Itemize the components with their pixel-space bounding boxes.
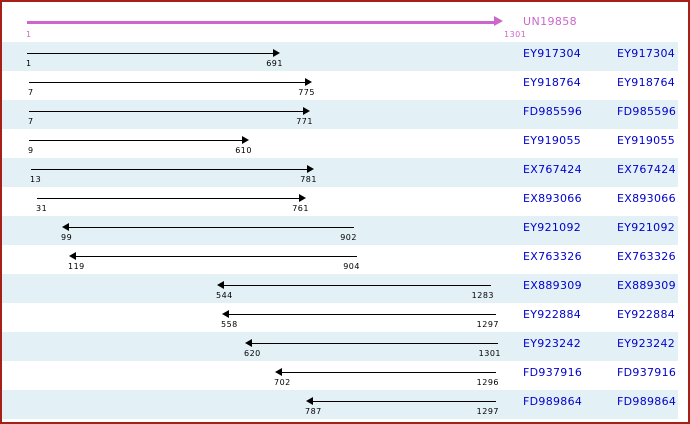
hit-accession-link[interactable]: EY922884: [523, 308, 582, 321]
hsp-start-coordinate: 620: [244, 349, 261, 358]
hsp-end-coordinate: 691: [266, 59, 283, 68]
hsp-arrowhead-right-icon: [273, 49, 280, 57]
hsp-alignment-bar[interactable]: [29, 140, 243, 141]
hit-accession-link[interactable]: EX767424: [523, 163, 582, 176]
hit-row[interactable]: 7 775 EY918764 EY918764: [2, 71, 678, 100]
hit-accession-link[interactable]: FD937916: [523, 366, 583, 379]
query-track-arrowhead-right-icon: [494, 16, 503, 26]
hsp-alignment-bar[interactable]: [251, 343, 498, 344]
hit-accession-description[interactable]: FD989864: [617, 395, 677, 408]
hit-row[interactable]: 119 904 EX763326 EX763326: [2, 245, 678, 274]
hit-accession-link[interactable]: EY921092: [523, 221, 582, 234]
hit-accession-link[interactable]: FD989864: [523, 395, 583, 408]
hit-accession-link[interactable]: EY919055: [523, 134, 582, 147]
hit-accession-description[interactable]: EX893066: [617, 192, 676, 205]
hsp-start-coordinate: 99: [61, 233, 73, 242]
hsp-arrowhead-right-icon: [299, 194, 306, 202]
hit-row[interactable]: 99 902 EY921092 EY921092: [2, 216, 678, 245]
hit-accession-description[interactable]: EY923242: [617, 337, 676, 350]
hit-accession-link[interactable]: FD985596: [523, 105, 583, 118]
hsp-arrowhead-left-icon: [62, 223, 69, 231]
hsp-end-coordinate: 1301: [478, 349, 501, 358]
query-start-coordinate: 1: [26, 30, 32, 39]
hsp-arrowhead-right-icon: [307, 165, 314, 173]
hsp-arrowhead-right-icon: [303, 107, 310, 115]
hsp-alignment-bar[interactable]: [29, 82, 306, 83]
hsp-end-coordinate: 610: [235, 146, 252, 155]
hit-accession-link[interactable]: EY917304: [523, 47, 582, 60]
hsp-start-coordinate: 9: [28, 146, 34, 155]
hit-row[interactable]: 7 771 FD985596 FD985596: [2, 100, 678, 129]
hit-accession-description[interactable]: FD985596: [617, 105, 677, 118]
query-reference-track: UN19858 1 1301: [2, 10, 688, 40]
hsp-start-coordinate: 31: [36, 204, 48, 213]
hsp-alignment-bar[interactable]: [228, 314, 496, 315]
hsp-start-coordinate: 13: [30, 175, 42, 184]
hsp-arrowhead-right-icon: [305, 78, 312, 86]
hit-accession-link[interactable]: EX889309: [523, 279, 582, 292]
hsp-alignment-bar[interactable]: [37, 198, 300, 199]
hit-accession-description[interactable]: EY917304: [617, 47, 676, 60]
hit-row[interactable]: 9 610 EY919055 EY919055: [2, 129, 678, 158]
hsp-end-coordinate: 775: [298, 88, 315, 97]
hit-row[interactable]: 558 1297 EY922884 EY922884: [2, 303, 678, 332]
hit-row[interactable]: 544 1283 EX889309 EX889309: [2, 274, 678, 303]
hsp-end-coordinate: 1283: [471, 291, 494, 300]
hsp-arrowhead-right-icon: [242, 136, 249, 144]
hit-accession-link[interactable]: EY923242: [523, 337, 582, 350]
hsp-end-coordinate: 1296: [476, 378, 499, 387]
hit-row[interactable]: 1 691 EY917304 EY917304: [2, 42, 678, 71]
hsp-end-coordinate: 1297: [476, 407, 499, 416]
hsp-end-coordinate: 904: [343, 262, 360, 271]
hsp-end-coordinate: 771: [296, 117, 313, 126]
hsp-arrowhead-left-icon: [222, 310, 229, 318]
hsp-arrowhead-left-icon: [69, 252, 76, 260]
hsp-end-coordinate: 902: [340, 233, 357, 242]
hsp-alignment-bar[interactable]: [281, 372, 496, 373]
hsp-end-coordinate: 781: [300, 175, 317, 184]
hsp-alignment-bar[interactable]: [29, 111, 304, 112]
hsp-start-coordinate: 544: [216, 291, 233, 300]
hsp-alignment-bar[interactable]: [27, 53, 274, 54]
hit-accession-link[interactable]: EX893066: [523, 192, 582, 205]
hsp-start-coordinate: 119: [68, 262, 85, 271]
hit-accession-description[interactable]: EY919055: [617, 134, 676, 147]
hsp-start-coordinate: 702: [274, 378, 291, 387]
hit-row[interactable]: 31 761 EX893066 EX893066: [2, 187, 678, 216]
hsp-start-coordinate: 787: [305, 407, 322, 416]
hit-row[interactable]: 787 1297 FD989864 FD989864: [2, 390, 678, 419]
hsp-arrowhead-left-icon: [306, 397, 313, 405]
hsp-arrowhead-left-icon: [245, 339, 252, 347]
hit-accession-description[interactable]: EX767424: [617, 163, 676, 176]
hsp-end-coordinate: 1297: [476, 320, 499, 329]
hit-accession-description[interactable]: FD937916: [617, 366, 677, 379]
hit-accession-description[interactable]: EY918764: [617, 76, 676, 89]
hit-accession-description[interactable]: EY921092: [617, 221, 676, 234]
query-end-coordinate: 1301: [504, 30, 527, 39]
hsp-alignment-bar[interactable]: [312, 401, 496, 402]
hsp-alignment-bar[interactable]: [68, 227, 354, 228]
hsp-start-coordinate: 7: [28, 117, 34, 126]
hsp-arrowhead-left-icon: [275, 368, 282, 376]
hsp-start-coordinate: 7: [28, 88, 34, 97]
query-label: UN19858: [523, 15, 578, 28]
hit-row[interactable]: 702 1296 FD937916 FD937916: [2, 361, 678, 390]
hsp-start-coordinate: 558: [221, 320, 238, 329]
hsp-start-coordinate: 1: [26, 59, 32, 68]
hit-accession-link[interactable]: EY918764: [523, 76, 582, 89]
hsp-end-coordinate: 761: [292, 204, 309, 213]
hsp-alignment-bar[interactable]: [223, 285, 491, 286]
hit-accession-description[interactable]: EY922884: [617, 308, 676, 321]
hsp-alignment-bar[interactable]: [75, 256, 357, 257]
hsp-arrowhead-left-icon: [217, 281, 224, 289]
hit-row[interactable]: 620 1301 EY923242 EY923242: [2, 332, 678, 361]
query-track-line: [27, 21, 495, 24]
hit-accession-description[interactable]: EX763326: [617, 250, 676, 263]
hit-row[interactable]: 13 781 EX767424 EX767424: [2, 158, 678, 187]
hit-accession-link[interactable]: EX763326: [523, 250, 582, 263]
hit-accession-description[interactable]: EX889309: [617, 279, 676, 292]
hsp-alignment-bar[interactable]: [31, 169, 308, 170]
